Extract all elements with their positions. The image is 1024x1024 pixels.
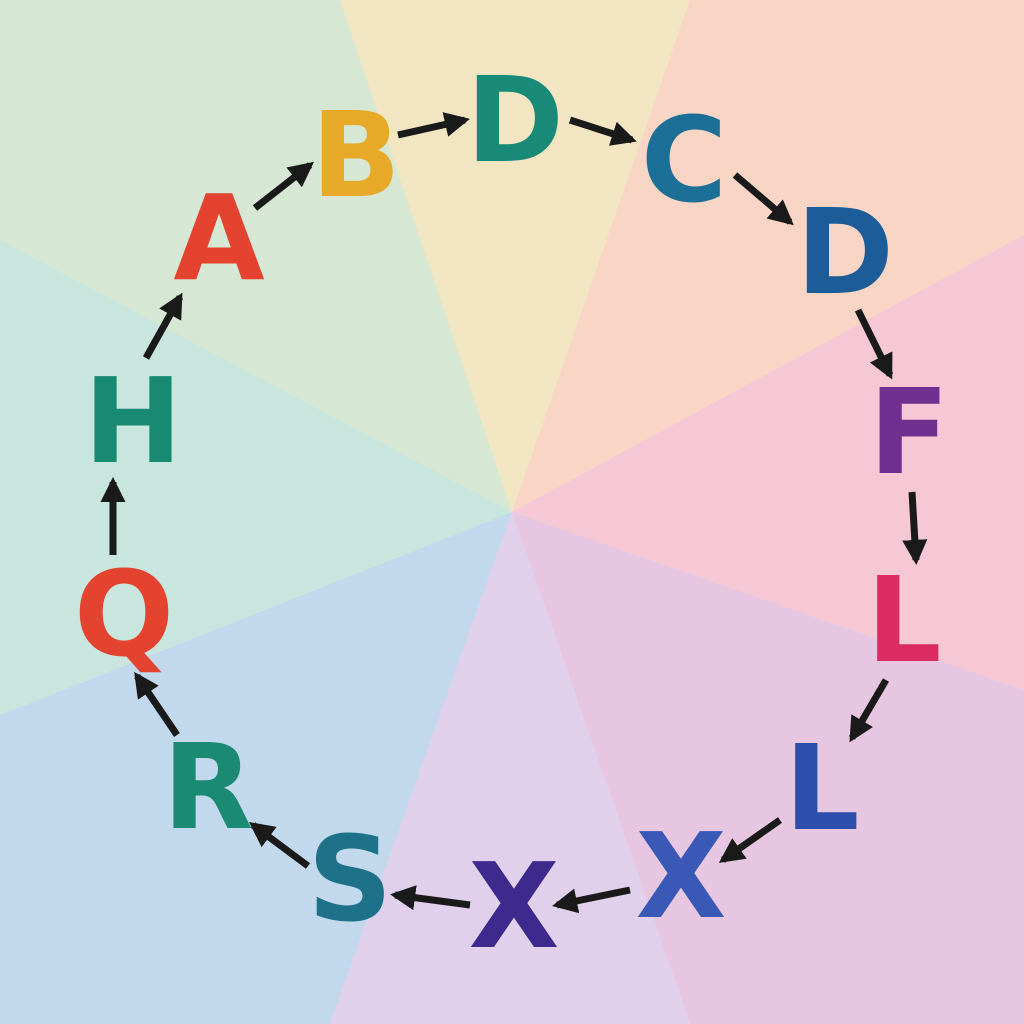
letter-node-l-pink: L: [866, 551, 942, 689]
letter-node-d-top: D: [466, 51, 564, 189]
background-wedge: [0, 240, 512, 715]
arrow-d-to-c: [568, 116, 637, 146]
letter-node-a: A: [173, 169, 265, 307]
arrow-l-to-l: [848, 678, 890, 743]
letter-node-s: S: [307, 810, 393, 948]
arrow-c-to-d: [732, 172, 794, 226]
background-wedge: [512, 235, 1024, 690]
letter-node-r: R: [162, 718, 254, 856]
arrow-a-to-b: [252, 161, 314, 211]
arrow-s-to-r: [248, 821, 311, 869]
letter-node-f: F: [868, 363, 950, 501]
arrow-l-to-x: [718, 817, 783, 863]
arrow-f-to-l: [902, 491, 928, 566]
arrow-r-to-q: [134, 671, 180, 737]
background-wedge-top-left: [0, 0, 512, 512]
letter-node-d-right: D: [796, 183, 894, 321]
arrow-x-to-s: [390, 885, 471, 911]
arrow-x-to-x: [552, 886, 631, 914]
background-wedge: [512, 512, 1024, 1024]
letter-node-x-right: X: [635, 807, 727, 945]
arrow-h-to-a: [142, 292, 184, 360]
arrow-b-to-d: [397, 112, 470, 139]
arrow-d-to-f: [854, 308, 894, 380]
letter-node-b: B: [311, 86, 401, 224]
letter-node-q: Q: [73, 545, 175, 683]
letter-node-h: H: [83, 352, 183, 490]
letter-node-l-blue: L: [784, 719, 860, 857]
background-wedge: [0, 512, 512, 1024]
letter-node-c: C: [640, 91, 728, 229]
background-wedge: [512, 0, 1024, 512]
letter-node-x-left: X: [468, 837, 560, 975]
